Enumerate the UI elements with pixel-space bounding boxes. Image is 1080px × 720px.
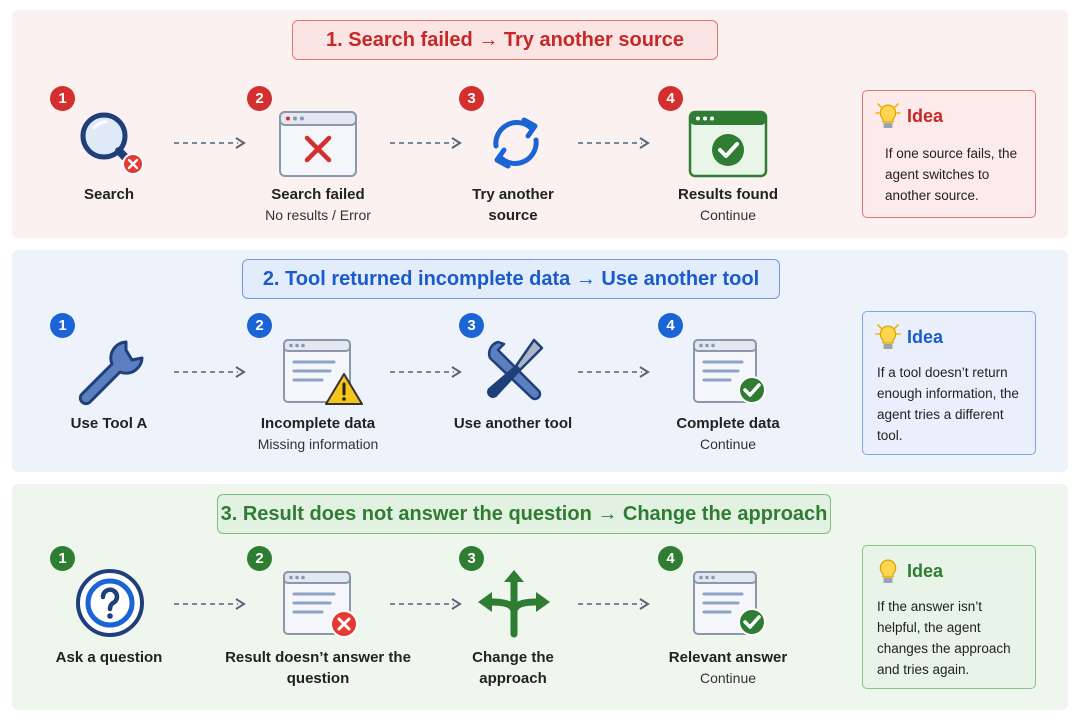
dashed-arrow — [174, 366, 246, 378]
step-number-badge: 4 — [658, 86, 683, 111]
step-number-badge: 3 — [459, 313, 484, 338]
step-title: Relevant answer — [668, 649, 788, 666]
step-number-badge: 3 — [459, 546, 484, 571]
idea-header: Idea — [875, 322, 943, 352]
idea-text: If one source fails, the agent switches … — [885, 146, 1018, 203]
split-arrows-icon — [474, 568, 554, 638]
lightbulb-icon — [879, 559, 897, 583]
idea-text: If a tool doesn’t return enough informat… — [877, 365, 1019, 443]
step-label: Search failed No results / Error — [223, 184, 413, 226]
dashed-arrow — [578, 137, 650, 149]
section-title-text: 3. Result does not answer the question →… — [220, 502, 828, 525]
step-label: Change the approach — [472, 649, 554, 687]
dashed-arrow — [390, 137, 462, 149]
dashed-arrow — [578, 598, 650, 610]
wrench-icon — [70, 336, 150, 406]
step-title: Search failed — [271, 186, 365, 203]
step-label: Search — [83, 186, 135, 203]
section-title: 2. Tool returned incomplete data → Use a… — [242, 259, 780, 299]
step-subtitle: No results / Error — [265, 207, 371, 223]
idea-header: Idea — [875, 101, 943, 131]
section-title-text: 1. Search failed → Try another source — [326, 28, 684, 51]
idea-box: Idea If one source fails, the agent swit… — [862, 90, 1036, 218]
browser-check-icon — [688, 110, 768, 180]
step-number-badge: 2 — [247, 546, 272, 571]
document-warning-icon — [282, 338, 363, 408]
step-label: Complete data Continue — [633, 413, 823, 455]
step-label: Ask a question — [55, 649, 163, 666]
browser-x-icon — [278, 110, 358, 180]
magnifier-error-icon — [68, 108, 148, 178]
dashed-arrow — [390, 598, 462, 610]
step-subtitle: Continue — [699, 207, 757, 223]
idea-title: Idea — [907, 560, 944, 581]
step-label: Relevant answer Continue — [633, 647, 823, 689]
step-title: Results found — [678, 186, 778, 203]
step-label: Incomplete data Missing information — [223, 413, 413, 455]
step-number-badge: 3 — [459, 86, 484, 111]
dashed-arrow — [390, 366, 462, 378]
step-subtitle: Continue — [699, 436, 757, 452]
step-number-badge: 2 — [247, 86, 272, 111]
step-label: Result doesn’t answer the question — [225, 649, 411, 687]
step-subtitle: Missing information — [257, 436, 379, 452]
step-number-badge: 1 — [50, 313, 75, 338]
document-check-icon — [692, 338, 772, 408]
lightbulb-icon — [875, 103, 901, 128]
question-icon — [70, 568, 150, 638]
document-check-icon — [692, 570, 772, 640]
dashed-arrow — [174, 598, 246, 610]
idea-title: Idea — [907, 326, 944, 347]
refresh-icon — [476, 108, 556, 178]
step-label: Try another source — [472, 186, 554, 224]
step-title: Complete data — [676, 415, 780, 432]
idea-text: If the answer isn’t helpful, the agent c… — [877, 599, 1011, 677]
document-x-icon — [282, 570, 362, 640]
lightbulb-icon — [875, 324, 901, 349]
idea-box: Idea If the answer isn’t helpful, the ag… — [862, 545, 1036, 689]
idea-title: Idea — [907, 105, 944, 126]
idea-box: Idea If a tool doesn’t return enough inf… — [862, 311, 1036, 455]
section-title: 3. Result does not answer the question →… — [217, 494, 831, 534]
step-number-badge: 2 — [247, 313, 272, 338]
step-label: Results found Continue — [633, 184, 823, 226]
step-label: Use Tool A — [70, 415, 148, 432]
tools-icon — [476, 336, 556, 406]
step-number-badge: 4 — [658, 313, 683, 338]
section-title-text: 2. Tool returned incomplete data → Use a… — [262, 267, 760, 290]
step-label: Use another tool — [453, 415, 573, 432]
section-title: 1. Search failed → Try another source — [292, 20, 718, 60]
step-number-badge: 4 — [658, 546, 683, 571]
step-number-badge: 1 — [50, 546, 75, 571]
dashed-arrow — [174, 137, 246, 149]
step-title: Incomplete data — [260, 415, 376, 432]
step-subtitle: Continue — [699, 670, 757, 686]
dashed-arrow — [578, 366, 650, 378]
idea-header: Idea — [875, 556, 943, 586]
step-number-badge: 1 — [50, 86, 75, 111]
